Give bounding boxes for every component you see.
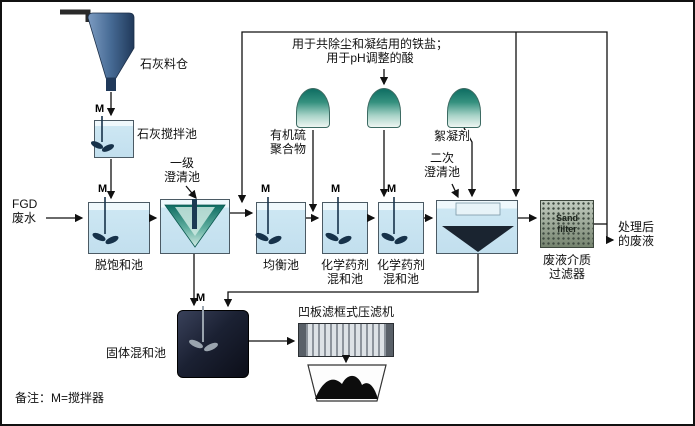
lime-mixing-tank-label: 石灰搅拌池 bbox=[137, 127, 198, 141]
primary-clarifier-line2: 澄清池 bbox=[163, 169, 200, 184]
press-plate-stack bbox=[306, 324, 386, 356]
iron-salt-dosing-tank bbox=[367, 88, 401, 128]
mixer-label-lime: M bbox=[95, 103, 105, 115]
chemical-tank-1-line1: 化学药剂 bbox=[320, 258, 369, 272]
treated-effluent-line2: 的废液 bbox=[618, 233, 655, 248]
silo-body bbox=[87, 12, 135, 79]
sludge-pile bbox=[315, 375, 378, 399]
desaturation-tank bbox=[88, 202, 150, 254]
top-note: 用于共除尘和凝结用的铁盐； 用于pH调整的酸 bbox=[264, 37, 476, 66]
lime-silo bbox=[60, 9, 135, 91]
secondary-clarifier-tank bbox=[436, 200, 518, 254]
sand-filter-text-line2: filter bbox=[557, 223, 577, 234]
fgd-line1: FGD bbox=[12, 197, 38, 211]
chemical-tank-2-line2: 混和池 bbox=[382, 271, 419, 286]
secondary-clarifier-line1: 二次 bbox=[429, 151, 454, 165]
press-end-plate-right bbox=[386, 324, 393, 356]
chemical-tank-1-line2: 混和池 bbox=[326, 271, 363, 286]
solids-mixing-tank-label: 固体混和池 bbox=[106, 346, 167, 360]
press-end-plate-left bbox=[299, 324, 306, 356]
solids-mixing-tank bbox=[177, 310, 249, 378]
lime-mixing-tank bbox=[94, 120, 134, 158]
secondary-clarifier-line2: 澄清池 bbox=[423, 164, 460, 179]
primary-clarifier-tank bbox=[160, 199, 230, 254]
mixer-label-solids: M bbox=[196, 292, 206, 304]
sludge-container bbox=[307, 364, 387, 402]
silo-outlet-pipe bbox=[106, 78, 116, 91]
mixer-label-equalization: M bbox=[261, 183, 271, 195]
chemical-mixing-tank-1 bbox=[322, 202, 368, 254]
lime-silo-label: 石灰料仓 bbox=[140, 57, 189, 71]
waste-media-filter-line2: 过滤器 bbox=[548, 266, 585, 281]
mixer-label-chem2: M bbox=[387, 183, 397, 195]
top-note-line1: 用于共除尘和凝结用的铁盐； bbox=[291, 37, 448, 51]
chemical-tank-1-label: 化学药剂 混和池 bbox=[316, 258, 374, 287]
filter-press bbox=[298, 323, 394, 357]
organic-polymer-label: 有机硫 聚合物 bbox=[266, 128, 310, 157]
primary-clarifier-line1: 一级 bbox=[169, 156, 194, 170]
waste-media-filter-line1: 废液介质 bbox=[542, 253, 591, 267]
organic-polymer-line2: 聚合物 bbox=[269, 141, 306, 156]
secondary-clarifier-label: 二次 澄清池 bbox=[416, 151, 468, 180]
organic-polymer-line1: 有机硫 bbox=[269, 128, 306, 142]
fgd-line2: 废水 bbox=[12, 210, 37, 225]
treated-effluent-line1: 处理后 bbox=[618, 220, 655, 234]
sand-filter-text-line1: Sand bbox=[555, 212, 578, 223]
treated-effluent-label: 处理后 的废液 bbox=[618, 220, 655, 249]
mixer-label-desaturation: M bbox=[98, 183, 108, 195]
silo-inlet-pipe bbox=[60, 9, 91, 22]
equalization-tank bbox=[256, 202, 306, 254]
mixer-label-chem1: M bbox=[331, 183, 341, 195]
equalization-tank-label: 均衡池 bbox=[262, 258, 299, 272]
desaturation-tank-label: 脱饱和池 bbox=[94, 258, 143, 272]
primary-clarifier-label: 一级 澄清池 bbox=[154, 156, 210, 185]
waste-media-filter-label: 废液介质 过滤器 bbox=[526, 253, 608, 282]
waste-media-filter-box: Sand filter bbox=[540, 200, 594, 248]
chemical-tank-2-label: 化学药剂 混和池 bbox=[372, 258, 430, 287]
flocculant-dosing-tank bbox=[447, 88, 481, 128]
flocculant-label: 絮凝剂 bbox=[434, 129, 471, 144]
chemical-mixing-tank-2 bbox=[378, 202, 424, 254]
footnote: 备注：M=搅拌器 bbox=[15, 391, 105, 405]
filter-press-label: 凹板滤框式压滤机 bbox=[297, 305, 394, 319]
chemical-tank-2-line1: 化学药剂 bbox=[376, 258, 425, 272]
fgd-inlet-label: FGD 废水 bbox=[12, 197, 38, 226]
organic-polymer-dosing-tank bbox=[296, 88, 330, 128]
top-note-line2: 用于pH调整的酸 bbox=[326, 50, 414, 65]
